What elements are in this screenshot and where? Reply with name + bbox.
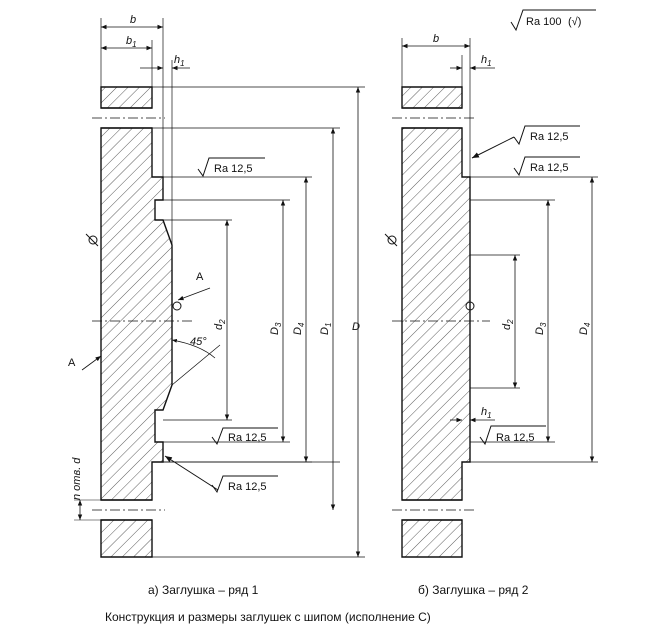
datum-circle-a <box>172 301 182 311</box>
dim-D: D <box>352 321 360 333</box>
dim-d2: d2 <box>213 319 227 330</box>
view-a-body-hatched <box>100 86 173 558</box>
dim-b-D4: D4 <box>578 322 592 335</box>
svg-text:d2: d2 <box>213 319 227 330</box>
view-a-roughness-1 <box>197 157 265 178</box>
view-a-roughness-3 <box>164 455 278 494</box>
svg-text:D4: D4 <box>292 322 306 335</box>
dim-b-d2: d2 <box>501 319 515 330</box>
dim-h1: h1 <box>174 54 185 68</box>
technical-drawing: Ra 100 (√) <box>68 9 598 558</box>
dim-b-D3: D3 <box>534 322 548 335</box>
caption-view-a: а) Заглушка – ряд 1 <box>148 583 259 597</box>
dim-b1: b1 <box>126 35 137 49</box>
general-roughness-symbol: Ra 100 (√) <box>510 9 596 32</box>
view-b-roughness-3 <box>479 425 546 446</box>
view-a-roughness-2 <box>211 427 278 446</box>
svg-text:Ra 12,5: Ra 12,5 <box>530 131 569 143</box>
svg-text:Ra 12,5: Ra 12,5 <box>228 481 267 493</box>
figure-caption: Конструкция и размеры заглушек с шипом (… <box>105 610 431 624</box>
view-b-roughness-2 <box>513 156 580 177</box>
dim-b-b: b <box>433 33 439 45</box>
angle-45: 45° <box>190 336 207 348</box>
roughness-ra-100: Ra 100 <box>526 16 561 28</box>
dim-b-h1-low: h1 <box>481 406 492 420</box>
svg-text:D4: D4 <box>578 322 592 335</box>
svg-text:D3: D3 <box>269 322 283 335</box>
dim-holes: n отв. d <box>71 457 83 500</box>
dim-b: b <box>130 14 136 26</box>
svg-text:d2: d2 <box>501 319 515 330</box>
view-a: D D1 D4 D3 d2 b b1 h1 <box>68 14 365 558</box>
caption-view-b: б) Заглушка – ряд 2 <box>418 583 529 597</box>
view-b-body-hatched <box>401 86 471 558</box>
view-b-roughness-1 <box>471 125 580 159</box>
dim-D4: D4 <box>292 322 306 335</box>
svg-text:Ra 12,5: Ra 12,5 <box>496 432 535 444</box>
view-b: D4 D3 d2 b h1 h1 Ra 12,5 Ra 12,5 <box>384 33 598 558</box>
section-label-a-left: A <box>68 357 76 369</box>
svg-text:Ra 12,5: Ra 12,5 <box>228 432 267 444</box>
svg-text:D3: D3 <box>534 322 548 335</box>
datum-circle-b-left <box>387 235 397 245</box>
dim-b-h1: h1 <box>481 54 492 68</box>
section-label-a-right: A <box>196 271 204 283</box>
datum-circle-b <box>465 301 475 311</box>
dim-D3: D3 <box>269 322 283 335</box>
svg-text:n отв. d: n отв. d <box>71 457 83 500</box>
roughness-check-mark: (√) <box>568 16 581 28</box>
dim-D1: D1 <box>319 323 333 335</box>
svg-text:Ra 12,5: Ra 12,5 <box>214 163 253 175</box>
svg-text:D1: D1 <box>319 323 333 335</box>
datum-circle-a-left <box>88 235 98 245</box>
svg-text:Ra 12,5: Ra 12,5 <box>530 162 569 174</box>
